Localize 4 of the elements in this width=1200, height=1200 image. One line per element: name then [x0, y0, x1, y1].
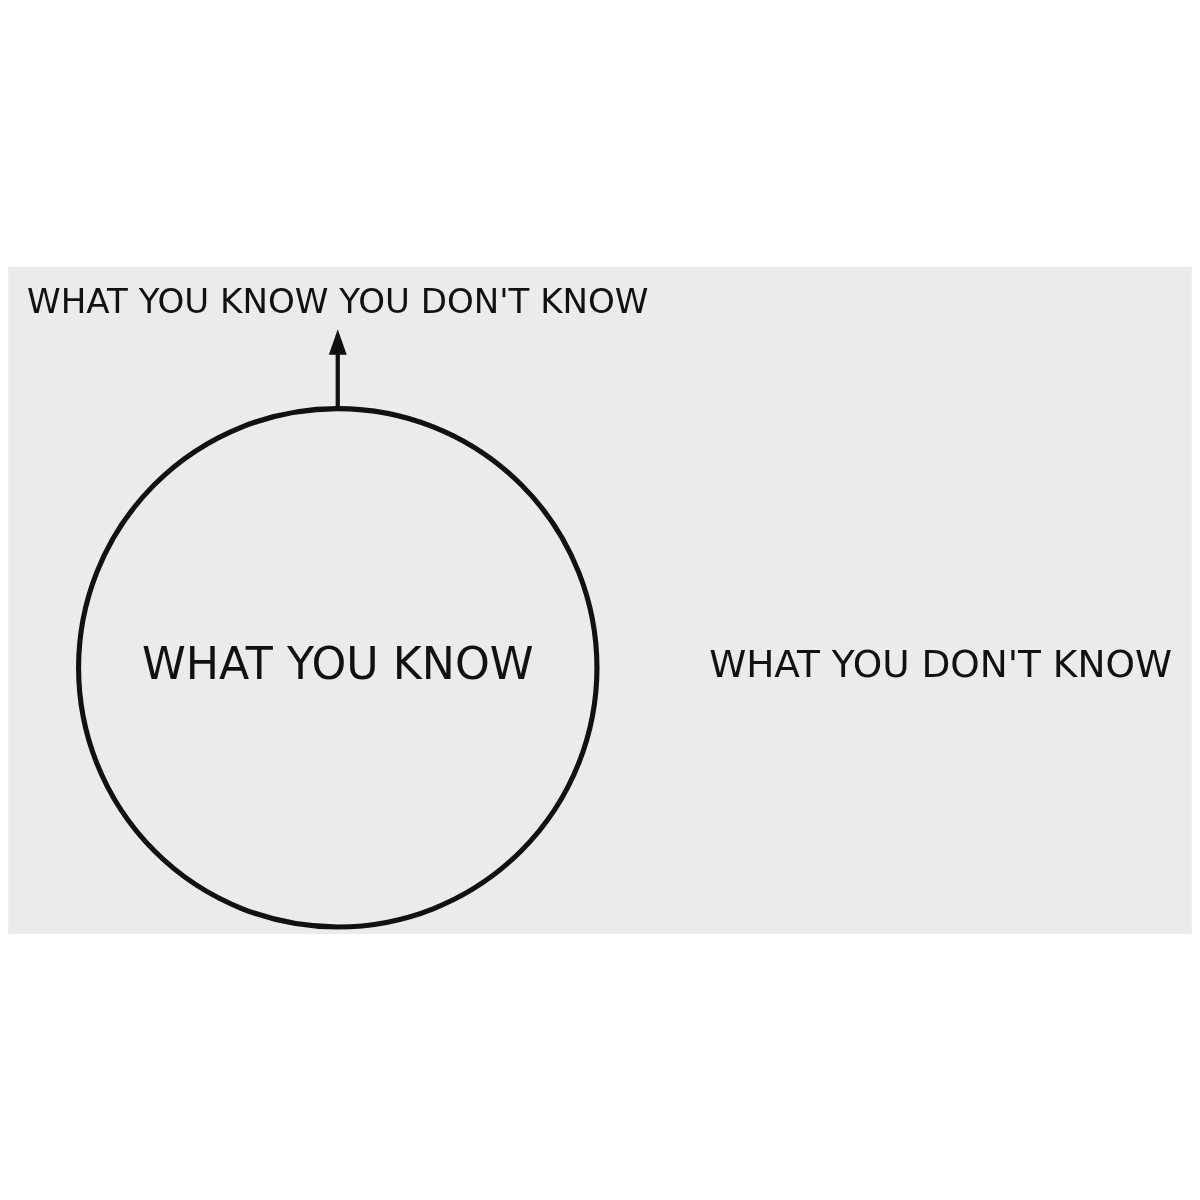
label: WHAT YOU DON'T KNOW	[709, 641, 1172, 686]
node-text: WHAT YOU KNOW YOU DON'T KNOW	[27, 280, 649, 321]
node-circle: WHAT YOU KNOW	[76, 405, 600, 929]
arrow	[328, 328, 347, 408]
